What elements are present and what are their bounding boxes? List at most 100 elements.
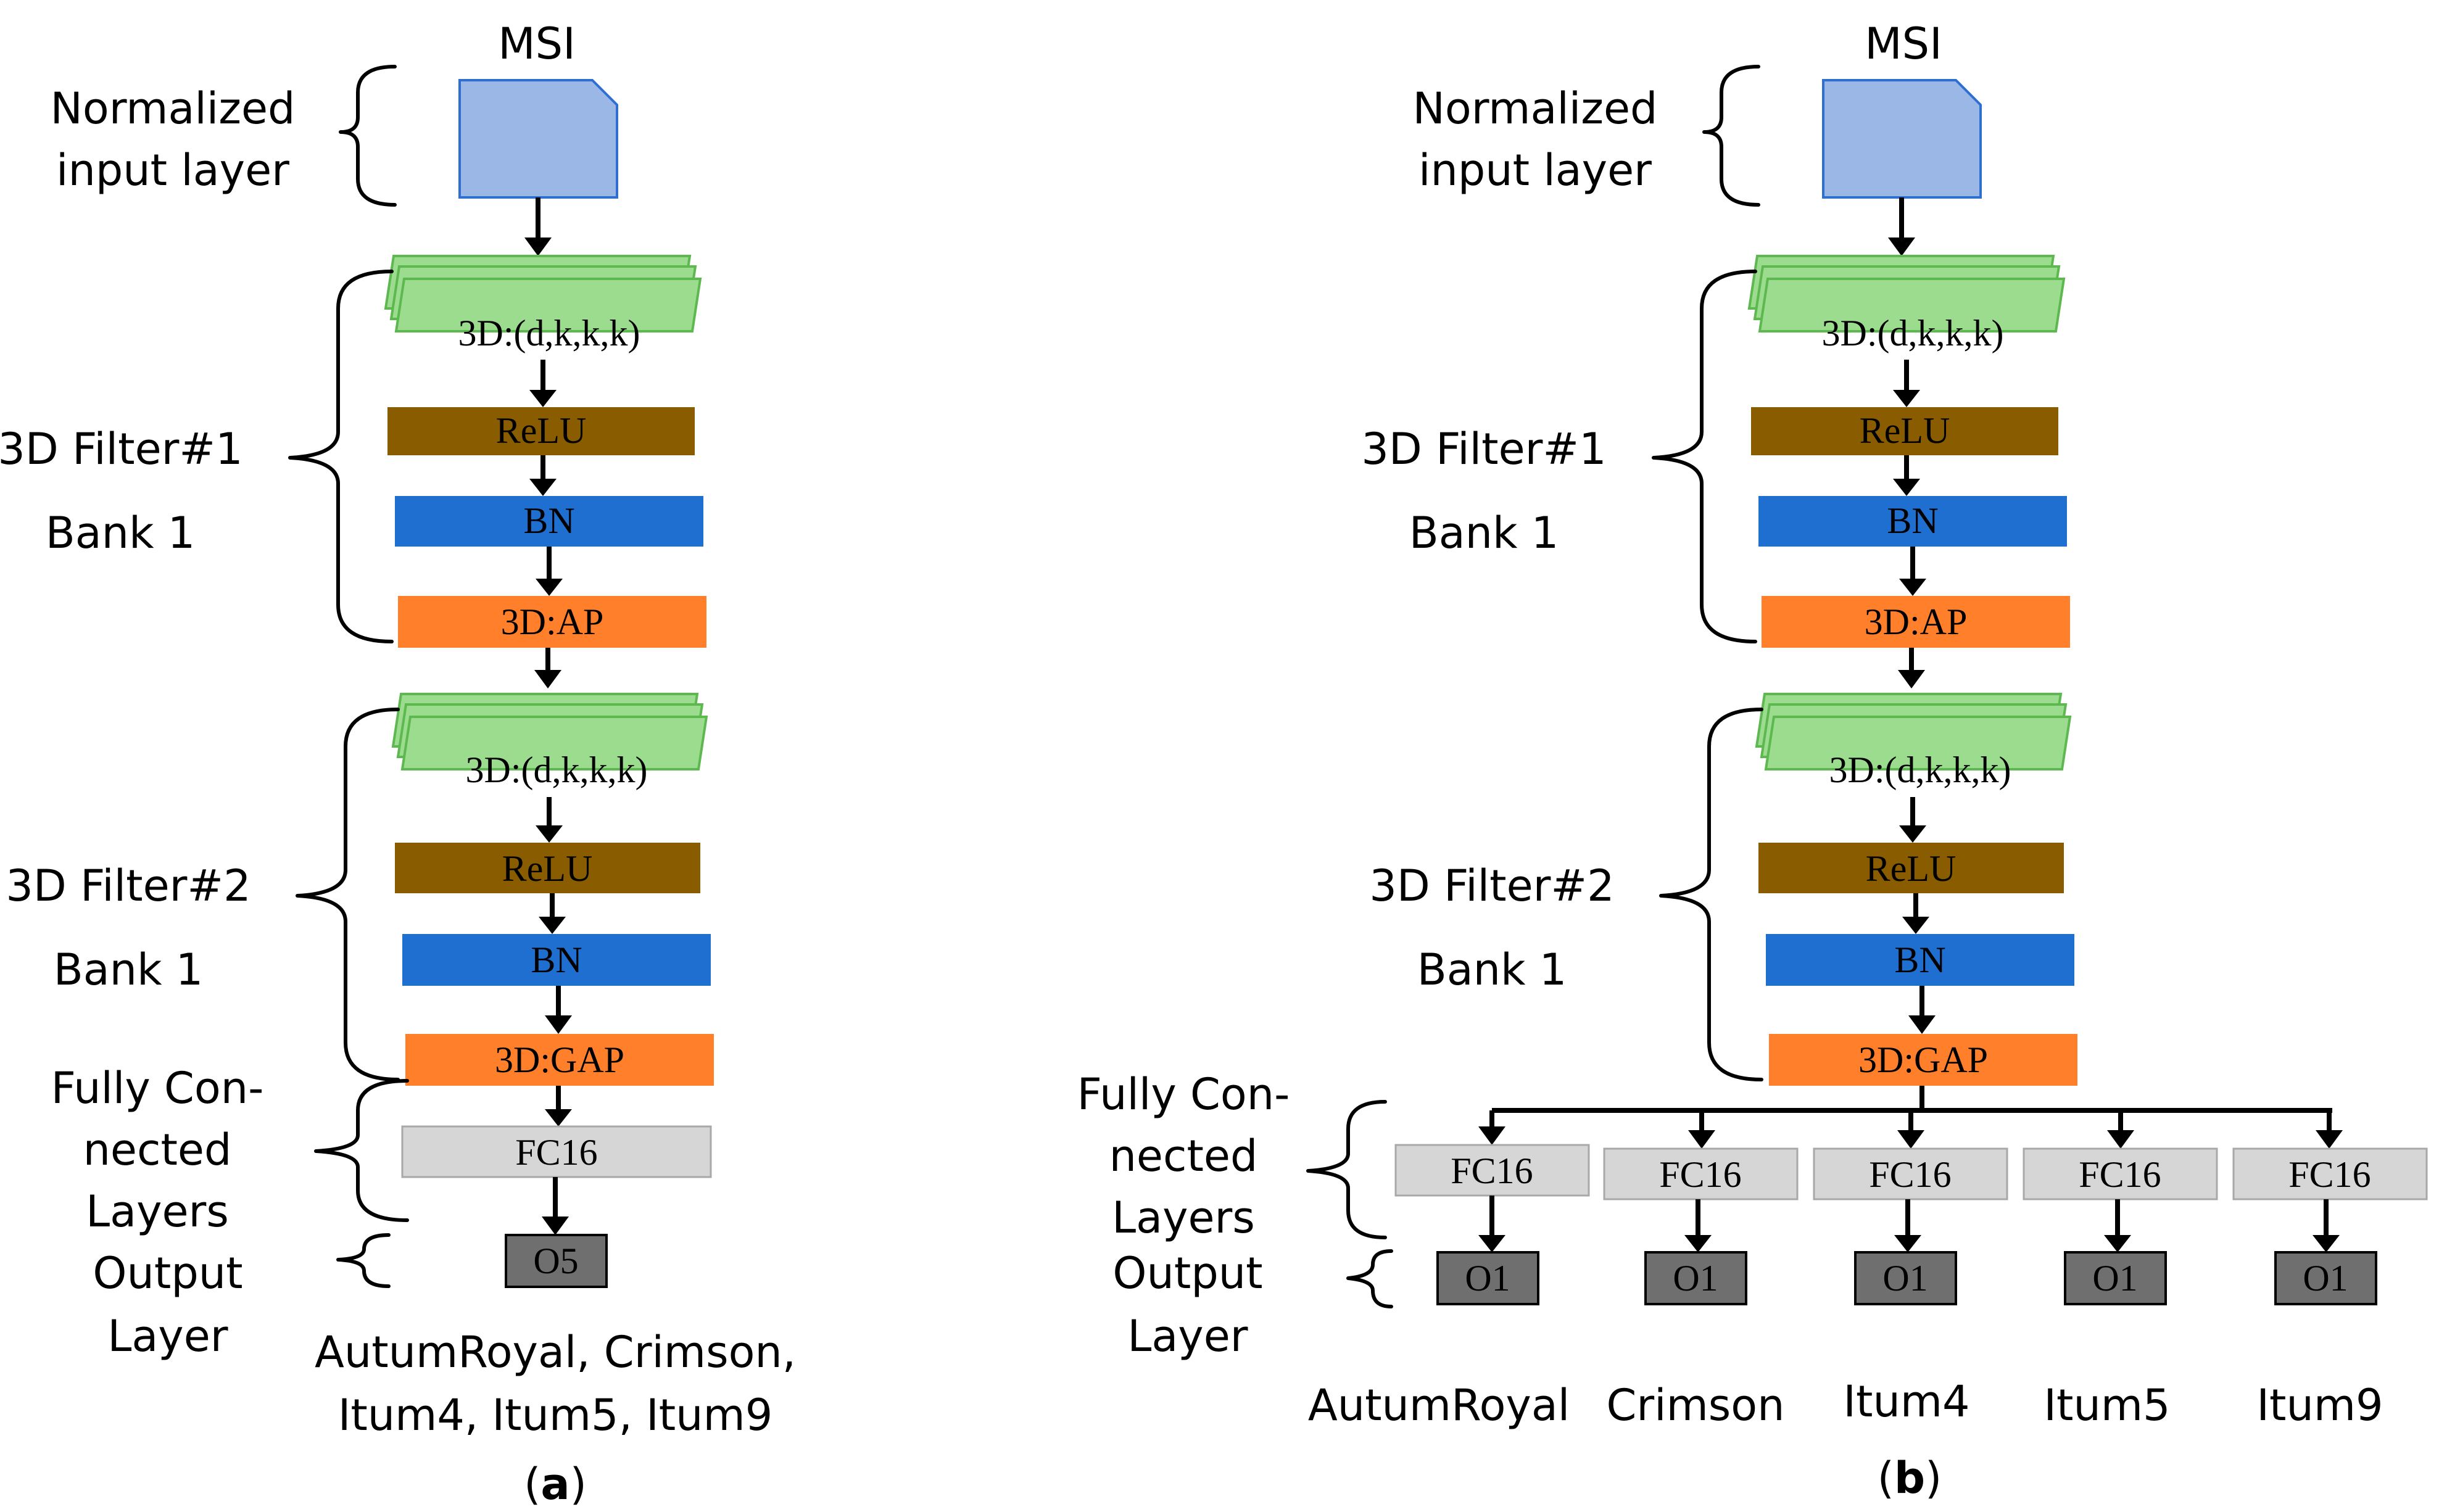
fc-label: FC16 bbox=[2288, 1154, 2371, 1195]
caption-b-letter: b bbox=[1894, 1453, 1925, 1503]
output-layer-label-line2: Layer bbox=[107, 1311, 228, 1361]
fc-layer-label-line3: Layers bbox=[86, 1186, 229, 1237]
output-box bbox=[505, 1234, 608, 1288]
fc-label: FC16 bbox=[515, 1132, 597, 1173]
output-label: O5 bbox=[533, 1241, 578, 1281]
fc-layer-label-line2: nected bbox=[83, 1125, 232, 1175]
output-brace bbox=[1346, 1249, 1393, 1308]
arrowhead bbox=[536, 825, 563, 843]
fc-box bbox=[1603, 1147, 1799, 1200]
arrowhead bbox=[1888, 238, 1915, 256]
fc-label: FC16 bbox=[1659, 1154, 1741, 1195]
output-layer-label-line2: Layer bbox=[1127, 1311, 1248, 1361]
conv1-box bbox=[1758, 278, 2066, 333]
msi-title: MSI bbox=[1865, 19, 1942, 69]
bank1-brace bbox=[288, 270, 394, 643]
caption-a-letter: a bbox=[540, 1459, 569, 1510]
normalized-label-line2: input layer bbox=[1418, 145, 1652, 196]
head-3: FC16 O1 Itum4 bbox=[1813, 1110, 2008, 1427]
relu1-box bbox=[387, 407, 695, 455]
output-layer-label-line1: Output bbox=[1112, 1248, 1262, 1299]
bn1-box bbox=[395, 496, 703, 547]
output-box bbox=[2274, 1251, 2377, 1305]
fc-brace bbox=[314, 1079, 409, 1222]
fc-box bbox=[2023, 1147, 2218, 1200]
conv2-label: 3D:(d,k,k,k) bbox=[1829, 750, 2011, 790]
bank2-label-line2: Bank 1 bbox=[1417, 944, 1567, 995]
bn2-label: BN bbox=[1894, 940, 1945, 980]
arrowhead bbox=[1908, 1015, 1936, 1034]
head-5: FC16 O1 Itum9 bbox=[2232, 1110, 2428, 1431]
conv1-label: 3D:(d,k,k,k) bbox=[1822, 313, 2004, 353]
relu1-label: ReLU bbox=[1860, 410, 1950, 451]
arrowhead bbox=[524, 238, 552, 256]
relu2-box bbox=[1758, 843, 2064, 893]
normalized-label-line2: input layer bbox=[56, 145, 289, 196]
arrowhead bbox=[536, 579, 563, 596]
pool2-label: 3D:GAP bbox=[1858, 1039, 1988, 1080]
bank2-brace bbox=[296, 708, 400, 1081]
class-label: Itum5 bbox=[2044, 1380, 2170, 1431]
conv2-box bbox=[1764, 716, 2072, 770]
msi-input-box bbox=[1822, 79, 1982, 199]
output-label: O1 bbox=[1882, 1258, 1928, 1299]
fc-box bbox=[1813, 1147, 2008, 1200]
fc-box bbox=[1394, 1144, 1590, 1197]
output-label: O1 bbox=[2303, 1258, 2348, 1299]
conv2-stack: 3D:(d,k,k,k) bbox=[391, 693, 708, 790]
fc-label: FC16 bbox=[2079, 1154, 2161, 1195]
arrowhead bbox=[1902, 917, 1929, 934]
arrowhead bbox=[529, 390, 557, 407]
head-2: FC16 O1 Crimson bbox=[1603, 1110, 1799, 1431]
fc-layer-label-line3: Layers bbox=[1112, 1192, 1255, 1243]
bank2-label-line1: 3D Filter#2 bbox=[1369, 861, 1614, 911]
conv2-label: 3D:(d,k,k,k) bbox=[466, 750, 648, 790]
relu2-label: ReLU bbox=[1866, 848, 1957, 889]
bn2-box bbox=[1766, 934, 2074, 986]
arrowhead bbox=[1893, 390, 1920, 407]
fc-layer-label-line1: Fully Con- bbox=[1077, 1069, 1290, 1120]
output-box bbox=[1644, 1251, 1747, 1305]
caption-b: (b) bbox=[1878, 1453, 1942, 1503]
panel-a: MSI Normalized input layer 3D:(d,k,k,k) … bbox=[0, 19, 796, 1510]
bn2-box bbox=[402, 934, 711, 986]
conv1-stack: 3D:(d,k,k,k) bbox=[384, 255, 702, 353]
arrowhead bbox=[1893, 479, 1920, 496]
output-label: O1 bbox=[1673, 1258, 1718, 1299]
conv2-box bbox=[400, 716, 708, 770]
output-box bbox=[1854, 1251, 1957, 1305]
pool1-label: 3D:AP bbox=[1865, 601, 1968, 642]
pool2-label: 3D:GAP bbox=[495, 1039, 624, 1080]
class-label: Crimson bbox=[1607, 1380, 1785, 1431]
bank1-label-line1: 3D Filter#1 bbox=[1361, 424, 1606, 474]
arrowhead bbox=[539, 917, 566, 934]
msi-input-box bbox=[458, 79, 618, 199]
conv1-label: 3D:(d,k,k,k) bbox=[458, 313, 640, 353]
output-box bbox=[2064, 1251, 2167, 1305]
head-4: FC16 O1 Itum5 bbox=[2023, 1110, 2218, 1431]
output-box bbox=[1436, 1251, 1539, 1305]
arrowhead bbox=[545, 1109, 572, 1126]
output-label: O1 bbox=[1465, 1258, 1510, 1299]
arrowhead bbox=[1898, 670, 1925, 688]
input-layer-brace bbox=[339, 65, 397, 207]
class-label: AutumRoyal bbox=[1308, 1380, 1570, 1431]
arrowhead bbox=[529, 479, 557, 496]
relu1-label: ReLU bbox=[496, 410, 587, 451]
output-label: O1 bbox=[2092, 1258, 2137, 1299]
arrowhead bbox=[1899, 579, 1926, 596]
arrowhead bbox=[534, 670, 561, 688]
fc-box bbox=[2232, 1147, 2428, 1200]
bn1-box bbox=[1758, 496, 2067, 547]
bank1-brace bbox=[1652, 270, 1757, 643]
normalized-label-line1: Normalized bbox=[51, 83, 296, 134]
fc-box bbox=[401, 1125, 712, 1178]
pool1-box bbox=[398, 596, 706, 648]
msi-title: MSI bbox=[498, 19, 575, 69]
classes-line2: Itum4, Itum5, Itum9 bbox=[338, 1390, 773, 1440]
relu1-box bbox=[1751, 407, 2058, 455]
fc-layer-label-line1: Fully Con- bbox=[51, 1063, 264, 1113]
fc-label: FC16 bbox=[1869, 1154, 1951, 1195]
fc-label: FC16 bbox=[1451, 1151, 1533, 1191]
